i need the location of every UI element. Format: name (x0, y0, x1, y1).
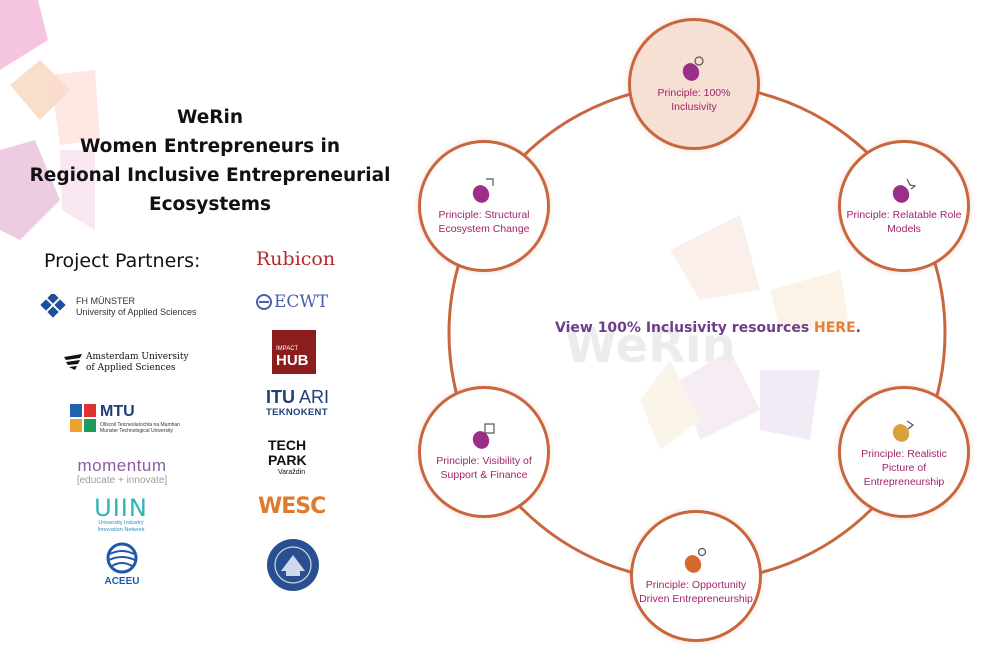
person-icon (682, 56, 704, 81)
title-line-2: Women Entrepreneurs in (79, 136, 341, 157)
node-label: Principle: Opportunity Driven Entreprene… (639, 579, 753, 605)
rubicon-logo[interactable]: Rubicon (256, 248, 336, 274)
node-label: Principle: Realistic Picture of Entrepre… (861, 448, 947, 488)
watermark-petal (680, 350, 760, 440)
aceeu-line1: ACEEU (104, 576, 140, 587)
rubicon-line1: Rubicon (256, 248, 336, 270)
mtu-logo[interactable]: MTU Ollscoil Teicneolaíochta na Mumhan M… (70, 403, 190, 436)
person-icon (684, 547, 707, 573)
uiin-logo[interactable]: UIIN University Industry Innovation Netw… (88, 496, 154, 536)
ecwt-mark-icon (256, 294, 272, 310)
impact-hub-line1: IMPACT (276, 346, 299, 352)
watermark-petal (640, 360, 700, 450)
uiin-line3: Innovation Network (97, 527, 145, 533)
university-seal-logo[interactable] (266, 538, 320, 592)
title-line-4: Ecosystems (148, 194, 272, 215)
node-label: Principle: 100% Inclusivity (657, 87, 731, 113)
fh-muenster-mark-icon (40, 294, 66, 318)
wesc-logo[interactable]: WESC (258, 494, 332, 522)
seal-icon (267, 539, 319, 591)
center-resources-text[interactable]: View 100% Inclusivity resources HERE. (548, 320, 868, 336)
uiin-line2: University Industry (98, 520, 144, 526)
node-label: Principle: Visibility of Support & Finan… (436, 455, 532, 481)
watermark-petal (760, 370, 820, 440)
teknokent-line2: TEKNOKENT (266, 407, 328, 418)
principles-diagram: WeRin View 100% Inclusivity resources HE… (400, 0, 1000, 666)
tech-park-varazdin-logo[interactable]: TECH PARK Varaždin (268, 438, 328, 478)
aceeu-globe-icon (106, 542, 138, 574)
watermark-text: WeRin (564, 318, 736, 374)
fh-line2: University of Applied Sciences (76, 307, 197, 317)
impact-hub-line2: HUB (276, 352, 309, 369)
park-line2: PARK (268, 452, 307, 468)
person-icon (892, 420, 915, 442)
decorative-petals (0, 0, 100, 240)
tech-line1: TECH (268, 437, 307, 453)
ecwt-line1: ECWT (274, 292, 329, 312)
amsterdam-university-logo[interactable]: Amsterdam University of Applied Sciences (64, 352, 194, 376)
person-icon (472, 423, 495, 449)
node-opportunity-driven[interactable]: Principle: Opportunity Driven Entreprene… (630, 510, 762, 642)
momentum-logo[interactable]: momentum [educate + innovate] (62, 456, 182, 488)
node-100-inclusivity[interactable]: Principle: 100% Inclusivity (628, 18, 760, 150)
fh-line1: FH MÜNSTER (76, 296, 135, 306)
aceeu-logo[interactable]: ACEEU (102, 542, 142, 592)
title-line-1: WeRin (176, 107, 244, 128)
watermark-petal (670, 215, 760, 300)
itu-ari-teknokent-logo[interactable]: ITU ARI TEKNOKENT (266, 387, 330, 423)
momentum-line1: momentum (77, 456, 167, 475)
node-relatable-role-models[interactable]: Principle: Relatable Role Models (838, 140, 970, 272)
mtu-line3: Munster Technological University (100, 428, 173, 434)
here-link[interactable]: HERE (814, 320, 856, 336)
page-title: WeRin Women Entrepreneurs in Regional In… (10, 103, 410, 219)
node-visibility-support-finance[interactable]: Principle: Visibility of Support & Finan… (418, 386, 550, 518)
impact-hub-logo[interactable]: IMPACT HUB (272, 330, 316, 374)
watermark-petal (770, 270, 850, 330)
node-label: Principle: Structural Ecosystem Change (438, 209, 530, 235)
person-icon (892, 178, 917, 203)
node-realistic-picture[interactable]: Principle: Realistic Picture of Entrepre… (838, 386, 970, 518)
momentum-line2: [educate + innovate] (76, 475, 168, 486)
mtu-line1: MTU (100, 403, 135, 420)
fh-muenster-logo[interactable]: FH MÜNSTER University of Applied Science… (40, 292, 210, 322)
uiin-line1: UIIN (94, 494, 148, 522)
ecwt-logo[interactable]: ECWT (256, 292, 336, 316)
amsterdam-mark-icon (64, 354, 82, 370)
mtu-shield-icon (70, 404, 96, 432)
node-label: Principle: Relatable Role Models (846, 209, 962, 235)
partners-label: Project Partners: (44, 250, 201, 272)
amsterdam-line1: Amsterdam University (86, 352, 189, 362)
itu-line1: ITU (266, 387, 295, 407)
person-icon (472, 178, 494, 203)
mtu-line2: Ollscoil Teicneolaíochta na Mumhan (100, 422, 180, 428)
title-line-3: Regional Inclusive Entrepreneurial (29, 165, 391, 186)
ari-line1b: ARI (299, 387, 330, 407)
center-text-suffix: . (855, 320, 861, 336)
amsterdam-line2: of Applied Sciences (86, 363, 176, 373)
varazdin-line3: Varaždin (278, 469, 306, 476)
node-structural-ecosystem-change[interactable]: Principle: Structural Ecosystem Change (418, 140, 550, 272)
wesc-line1: WESC (258, 494, 326, 519)
center-text-main: View 100% Inclusivity resources (555, 320, 810, 336)
